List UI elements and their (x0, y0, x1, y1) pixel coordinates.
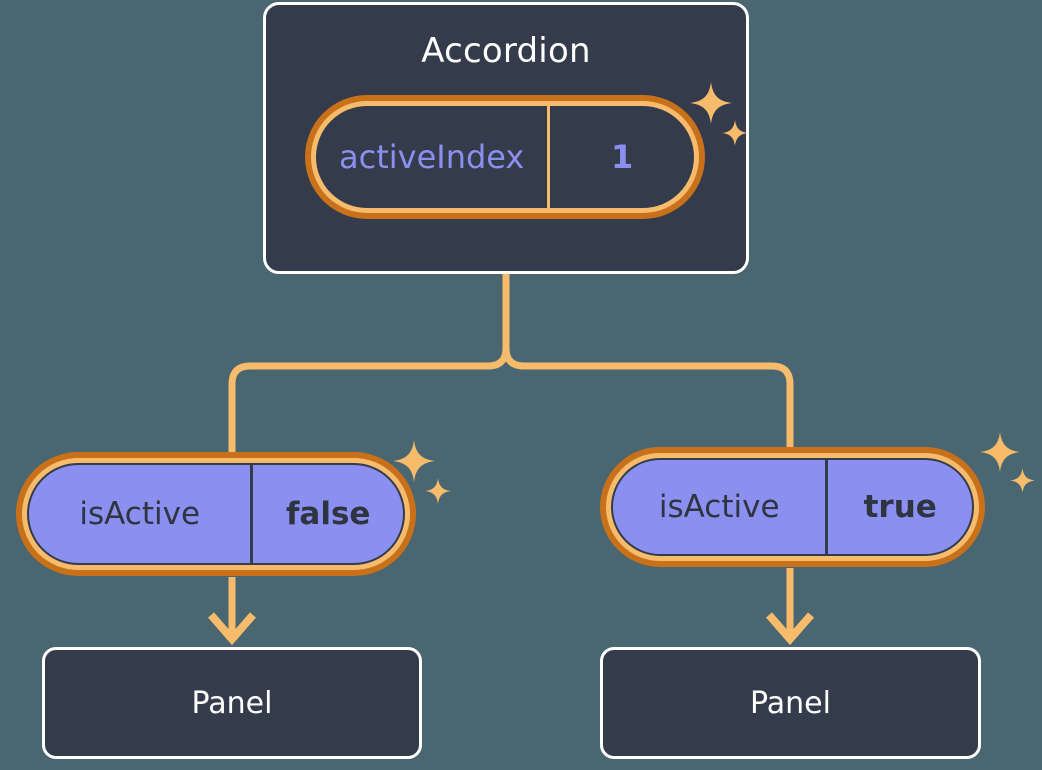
isactive-true-prop-wrapper: isActive true (600, 447, 985, 567)
prop-pill-face: isActive false (27, 463, 405, 565)
panel-title-left: Panel (191, 685, 273, 721)
prop-key-activeindex: activeIndex (316, 106, 551, 208)
prop-pill-isactive-true[interactable]: isActive true (600, 447, 985, 567)
prop-pill-isactive-false[interactable]: isActive false (16, 452, 416, 576)
sparkle-icon (980, 432, 1020, 472)
prop-key-isactive-false: isActive (29, 465, 254, 563)
sparkle-group-right (980, 432, 1042, 512)
isactive-false-prop-wrapper: isActive false (16, 452, 416, 576)
accordion-title: Accordion (421, 31, 591, 71)
prop-pill-ring: isActive false (22, 458, 410, 570)
connector-arrow-right-head (765, 612, 815, 646)
panel-title-right: Panel (750, 685, 831, 721)
connector-branch-left (228, 344, 510, 459)
connector-arrow-left-head (207, 612, 257, 646)
prop-value-isactive-false: false (285, 496, 371, 532)
panel-component-card-right[interactable]: Panel (600, 647, 981, 759)
prop-key-isactive-true: isActive (613, 460, 829, 554)
prop-pill-ring: isActive true (606, 453, 979, 561)
prop-pill-ring: activeIndex 1 (311, 101, 699, 213)
prop-pill-face: isActive true (611, 458, 974, 556)
prop-pill-face: activeIndex 1 (316, 106, 694, 208)
prop-value-activeindex: 1 (611, 138, 634, 176)
sparkle-icon (1010, 468, 1035, 493)
activeindex-prop-wrapper: activeIndex 1 (305, 95, 705, 219)
sparkle-icon (425, 478, 451, 504)
connector-branch-right (502, 344, 794, 454)
prop-value-isactive-true: true (863, 489, 937, 525)
panel-component-card-left[interactable]: Panel (42, 647, 422, 759)
prop-pill-activeindex[interactable]: activeIndex 1 (305, 95, 705, 219)
